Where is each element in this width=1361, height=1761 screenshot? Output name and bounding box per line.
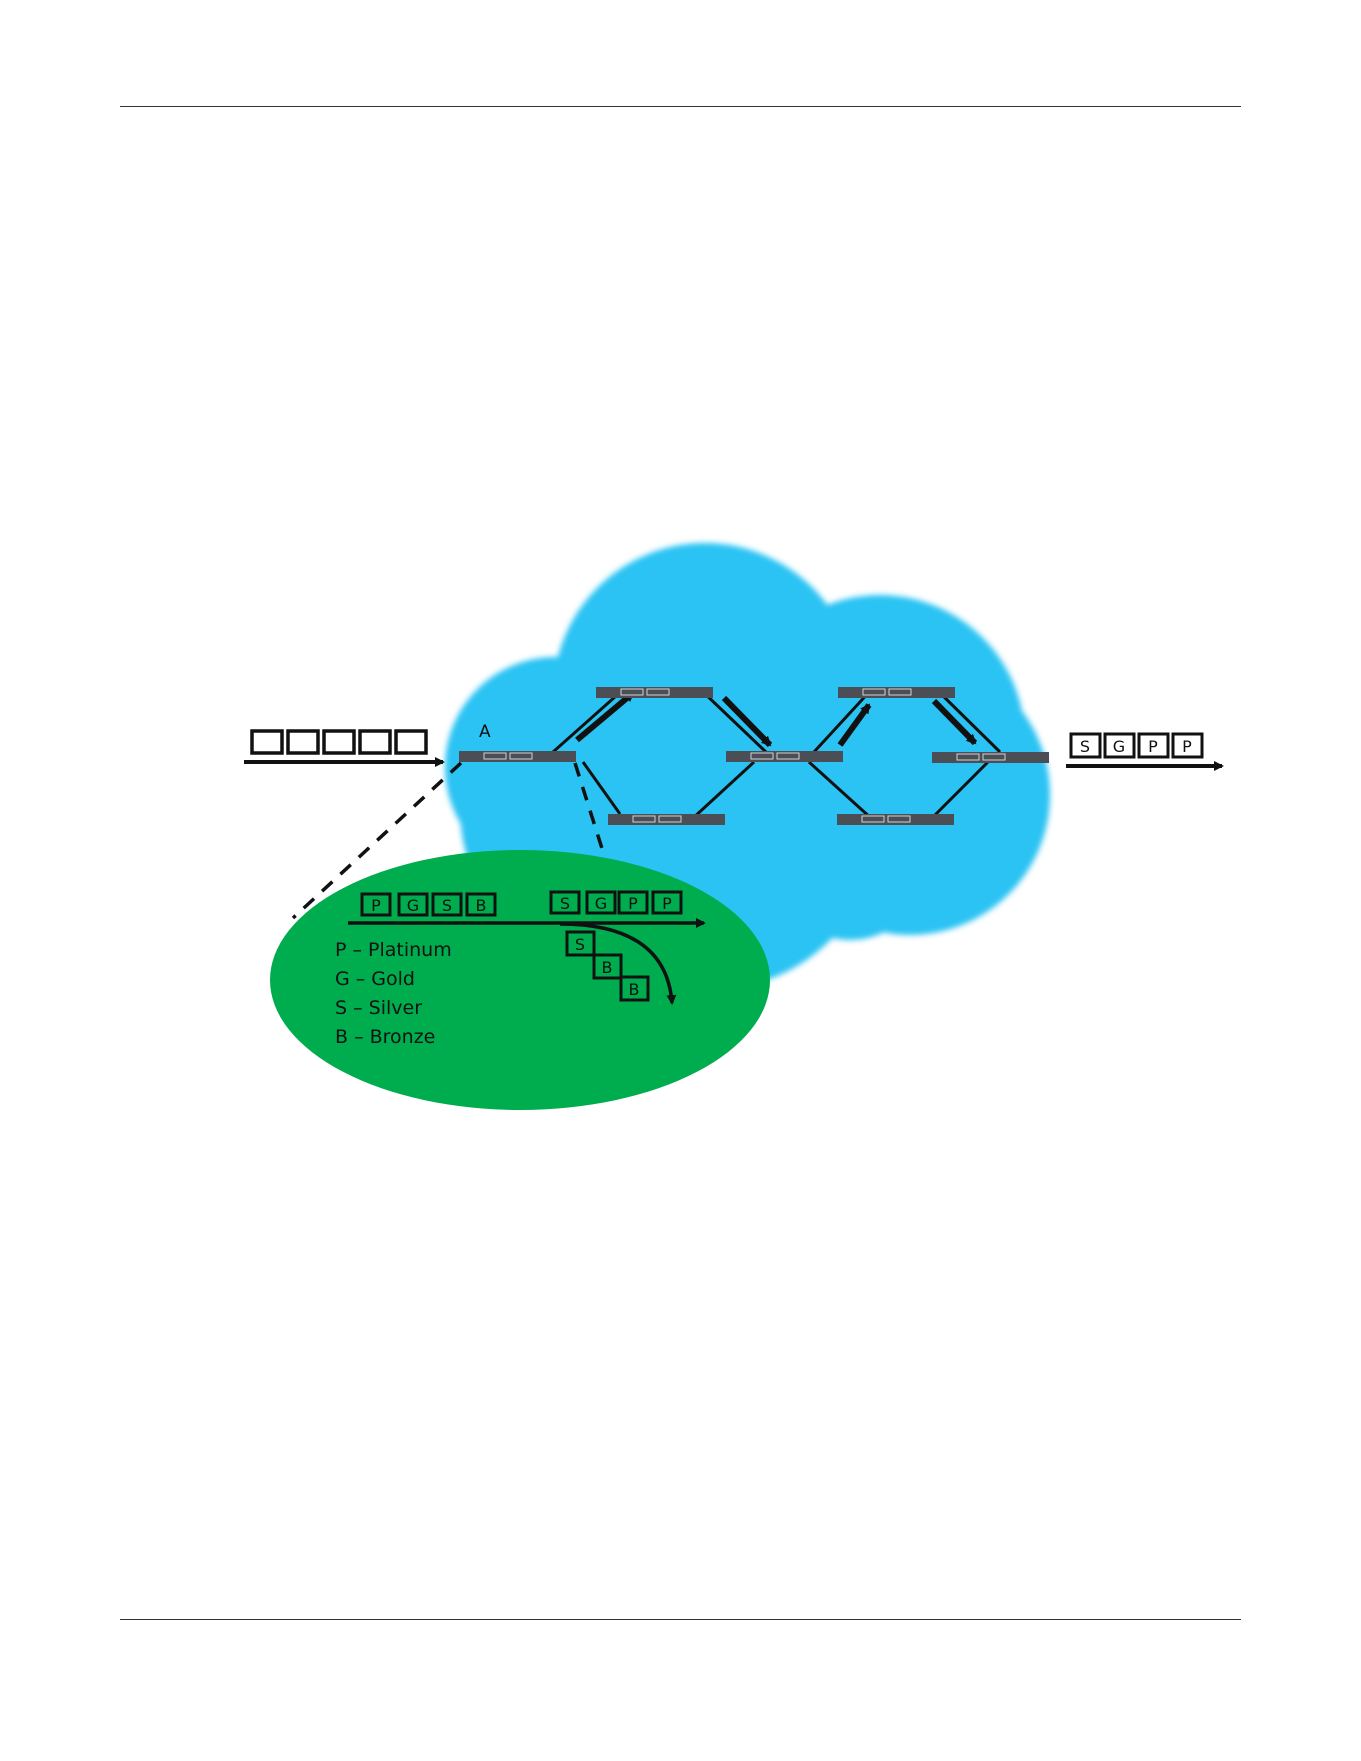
incoming-queue [252,731,426,753]
dropped-packet-label: B [629,980,640,999]
switch-exit [932,752,1049,763]
dropped-packet-label: S [575,935,585,954]
outgoing-packet-label: P [1148,737,1158,756]
outgoing-packet-label: G [1113,737,1125,756]
switch-bottom-2 [837,814,954,825]
legend-item: P – Platinum [335,939,452,961]
legend-item: S – Silver [335,997,422,1019]
input-packet-label: G [407,896,419,915]
input-packet-label: S [442,896,452,915]
output-packet-label: S [560,894,570,913]
switch-bottom-1 [608,814,725,825]
input-packet-label: B [476,896,487,915]
outgoing-packet-label: S [1080,737,1090,756]
outgoing-queue: S G P P [1071,734,1202,757]
input-packet-label: P [371,896,381,915]
legend-item: B – Bronze [335,1026,435,1048]
output-packet-label: P [662,894,672,913]
outgoing-packet-label: P [1182,737,1192,756]
dropped-packet-label: B [602,958,613,977]
switch-top-2 [838,687,955,698]
switch-middle [726,751,843,762]
switch-a [459,751,576,762]
switch-top-1 [596,687,713,698]
output-packet-label: P [628,894,638,913]
output-packet-label: G [595,894,607,913]
legend-item: G – Gold [335,968,415,990]
node-a-label: A [479,722,491,742]
